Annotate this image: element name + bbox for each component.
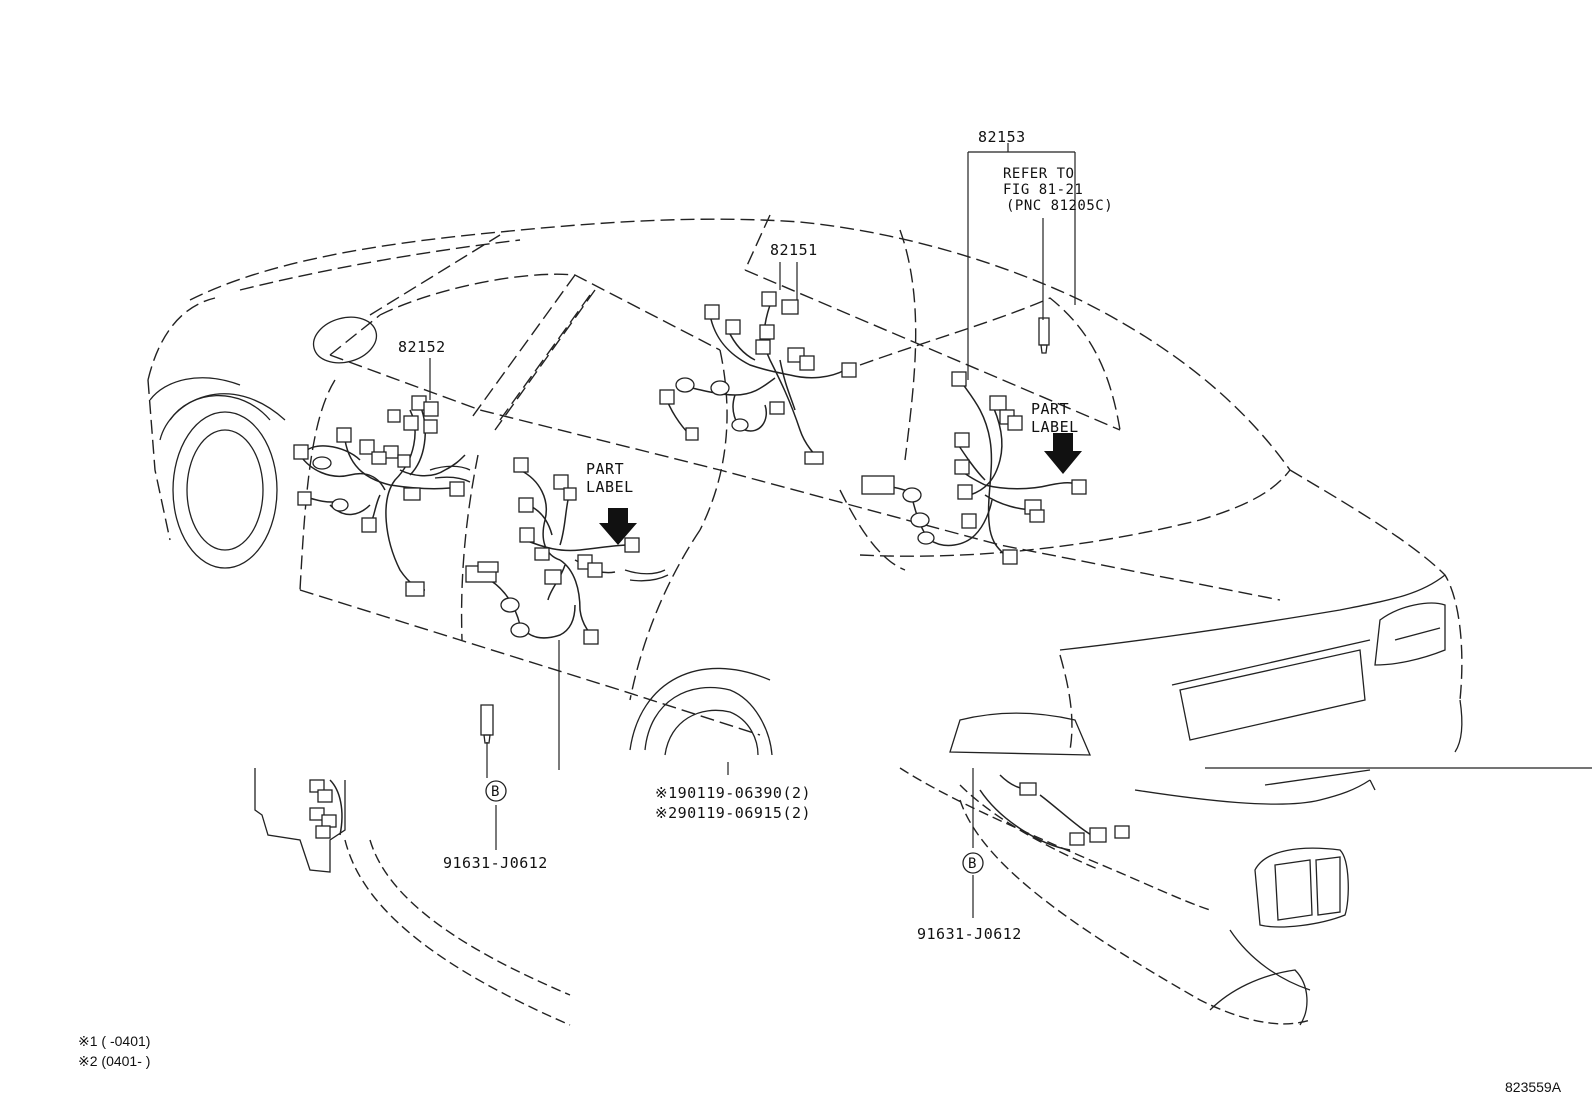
clamp-part-number-right: 91631-J0612 bbox=[917, 925, 1022, 943]
refer-note-line1: REFER TO bbox=[1003, 166, 1074, 182]
refer-note-line3: (PNC 81205C) bbox=[1006, 198, 1113, 214]
trunk-harness bbox=[861, 371, 1087, 565]
part-label-right-line2: LABEL bbox=[1031, 418, 1079, 436]
labels: 82153 REFER TO FIG 81-21 (PNC 81205C) 82… bbox=[78, 128, 1562, 1095]
clamp-marker-right bbox=[962, 852, 984, 874]
rear-door-harness bbox=[465, 457, 669, 645]
rear-door-harness-82151 bbox=[659, 291, 857, 465]
front-door-harness bbox=[293, 395, 471, 597]
footnote-2: ※2 (0401- ) bbox=[78, 1053, 150, 1069]
front-wheel bbox=[159, 393, 286, 569]
part-number-82151: 82151 bbox=[770, 241, 818, 259]
inset-detail-left bbox=[254, 768, 571, 1026]
clamp-part-number-left: 91631-J0612 bbox=[443, 854, 548, 872]
clamp-fastener-icon bbox=[480, 704, 494, 744]
clamp-marker-left bbox=[485, 780, 507, 802]
part-label-arrow-icon bbox=[599, 433, 1082, 545]
bolt-part-number-1: ※190119-06390(2) bbox=[655, 784, 811, 802]
side-mirror bbox=[312, 316, 378, 364]
part-label-left-line1: PART bbox=[586, 460, 624, 478]
stud-fastener-icon bbox=[1038, 317, 1050, 354]
leader-lines bbox=[429, 143, 1592, 918]
car-body-outline bbox=[147, 214, 1463, 756]
part-number-82153: 82153 bbox=[978, 128, 1026, 146]
inset-detail-right bbox=[899, 767, 1376, 1026]
bolt-part-number-2: ※290119-06915(2) bbox=[655, 804, 811, 822]
clamp-marker-right-text: B bbox=[968, 856, 977, 872]
rear-wheel bbox=[629, 667, 773, 756]
refer-note-line2: FIG 81-21 bbox=[1003, 182, 1083, 198]
part-label-left-line2: LABEL bbox=[586, 478, 634, 496]
figure-id: 823559A bbox=[1505, 1079, 1562, 1095]
footnote-1: ※1 ( -0401) bbox=[78, 1033, 150, 1049]
clamp-marker-left-text: B bbox=[491, 784, 500, 800]
part-number-82152: 82152 bbox=[398, 338, 446, 356]
part-label-right-line1: PART bbox=[1031, 400, 1069, 418]
